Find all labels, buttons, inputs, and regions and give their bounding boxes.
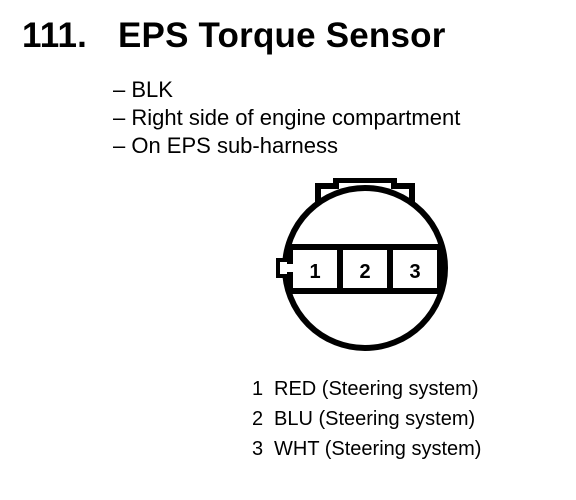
pin-number: 1 [252,378,264,400]
cavity-label-3: 3 [409,261,420,283]
pin-description: WHT (Steering system) [274,438,482,460]
detail-harness: – On EPS sub-harness [113,133,339,158]
connector-latch [315,178,415,210]
detail-location: – Right side of engine compartment [113,105,461,130]
connector-details: – BLK – Right side of engine compartment… [113,76,460,160]
cavity-label-1: 1 [309,261,320,283]
section-number: 111. [22,16,88,55]
detail-color: – BLK [113,77,173,102]
pin-row: 1 RED (Steering system) [252,374,481,404]
cavity-label-2: 2 [359,261,370,283]
pin-number: 3 [252,438,264,460]
pin-description: BLU (Steering system) [274,408,476,430]
page-title: 111. EPS Torque Sensor [22,18,446,53]
component-name: EPS Torque Sensor [118,16,446,55]
pin-row: 2 BLU (Steering system) [252,404,481,434]
connector-diagram: 1 2 3 [276,178,448,351]
pin-list: 1 RED (Steering system) 2 BLU (Steering sy… [252,374,481,464]
pin-number: 2 [252,408,264,430]
pin-description: RED (Steering system) [274,378,479,400]
pin-row: 3 WHT (Steering system) [252,434,481,464]
